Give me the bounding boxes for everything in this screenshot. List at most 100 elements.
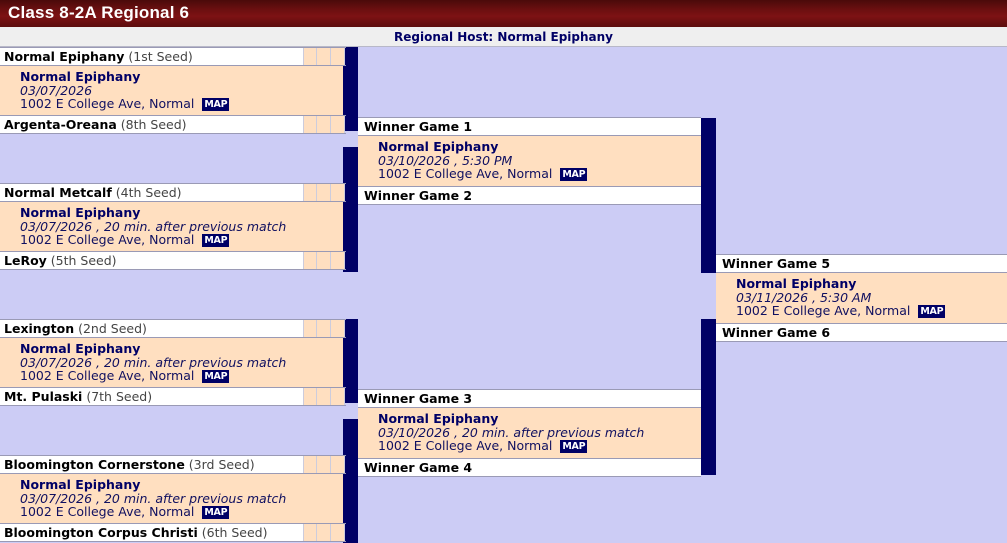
score-cells[interactable] <box>303 183 346 202</box>
game-datetime: 03/07/2026 , 20 min. after previous matc… <box>20 490 287 506</box>
winner-slot[interactable]: Winner Game 2 <box>358 186 701 205</box>
game-site: Normal Epiphany <box>736 276 857 291</box>
score-cell[interactable] <box>303 388 317 405</box>
score-cell[interactable] <box>317 184 331 201</box>
regional-host-label: Regional Host: Normal Epiphany <box>394 30 613 44</box>
game-address: 1002 E College Ave, Normal MAP <box>20 505 343 519</box>
winner-slot-label: Winner Game 3 <box>364 391 473 406</box>
game-address: 1002 E College Ave, Normal MAP <box>20 97 343 111</box>
connector-game6 <box>701 319 716 475</box>
game-datetime: 03/10/2026 , 20 min. after previous matc… <box>378 424 645 440</box>
team-seed: (1st Seed) <box>128 49 193 64</box>
winner-slot-label: Winner Game 2 <box>364 188 473 203</box>
map-icon[interactable]: MAP <box>918 305 946 318</box>
game-datetime: 03/07/2026 , 20 min. after previous matc… <box>20 354 287 370</box>
title-bar: Class 8-2A Regional 6 <box>0 0 1007 27</box>
map-icon[interactable]: MAP <box>202 98 230 111</box>
game-site: Normal Epiphany <box>20 477 141 492</box>
game-address-text: 1002 E College Ave, Normal <box>378 166 553 181</box>
team-row[interactable]: Normal Epiphany (1st Seed) <box>0 47 303 66</box>
team-row[interactable]: Bloomington Cornerstone (3rd Seed) <box>0 455 303 474</box>
game-datetime: 03/07/2026 , 20 min. after previous matc… <box>20 218 287 234</box>
team-name: LeRoy <box>4 253 47 268</box>
score-cell[interactable] <box>303 116 317 133</box>
winner-slot[interactable]: Winner Game 1 <box>358 117 701 136</box>
score-cell[interactable] <box>331 184 345 201</box>
team-name: Mt. Pulaski <box>4 389 83 404</box>
score-cell[interactable] <box>303 456 317 473</box>
score-cell[interactable] <box>317 48 331 65</box>
game-address: 1002 E College Ave, Normal MAP <box>378 167 701 181</box>
score-cell[interactable] <box>317 320 331 337</box>
score-cell[interactable] <box>303 184 317 201</box>
regional-host-bar: Regional Host: Normal Epiphany <box>0 27 1007 47</box>
score-cell[interactable] <box>303 320 317 337</box>
team-row[interactable]: Lexington (2nd Seed) <box>0 319 303 338</box>
team-name: Normal Metcalf <box>4 185 112 200</box>
bracket-canvas: Normal Epiphany (1st Seed) Normal Epipha… <box>0 47 1007 543</box>
score-cell[interactable] <box>303 252 317 269</box>
team-row[interactable]: Mt. Pulaski (7th Seed) <box>0 387 303 406</box>
game-datetime: 03/11/2026 , 5:30 AM <box>736 289 872 305</box>
winner-slot[interactable]: Winner Game 4 <box>358 458 701 477</box>
score-cell[interactable] <box>317 524 331 541</box>
game-address: 1002 E College Ave, Normal MAP <box>378 439 701 453</box>
game-address: 1002 E College Ave, Normal MAP <box>20 233 343 247</box>
game-address-text: 1002 E College Ave, Normal <box>20 368 195 383</box>
score-cell[interactable] <box>331 48 345 65</box>
score-cells[interactable] <box>303 319 346 338</box>
score-cell[interactable] <box>317 252 331 269</box>
team-seed: (7th Seed) <box>86 389 153 404</box>
game-detail-box[interactable]: Normal Epiphany 03/11/2026 , 5:30 AM 100… <box>716 273 1007 332</box>
map-icon[interactable]: MAP <box>560 168 588 181</box>
score-cell[interactable] <box>331 524 345 541</box>
map-icon[interactable]: MAP <box>202 370 230 383</box>
score-cells[interactable] <box>303 455 346 474</box>
game-site: Normal Epiphany <box>378 139 499 154</box>
score-cells[interactable] <box>303 47 346 66</box>
team-seed: (3rd Seed) <box>188 457 255 472</box>
team-name: Argenta-Oreana <box>4 117 117 132</box>
map-icon[interactable]: MAP <box>202 506 230 519</box>
team-seed: (4th Seed) <box>115 185 182 200</box>
map-icon[interactable]: MAP <box>202 234 230 247</box>
score-cells[interactable] <box>303 387 346 406</box>
score-cell[interactable] <box>331 116 345 133</box>
team-name: Bloomington Cornerstone <box>4 457 185 472</box>
team-row[interactable]: Bloomington Corpus Christi (6th Seed) <box>0 523 303 542</box>
score-cells[interactable] <box>303 251 346 270</box>
score-cell[interactable] <box>317 116 331 133</box>
game-detail-box[interactable]: Normal Epiphany 03/10/2026 , 20 min. aft… <box>358 408 701 467</box>
score-cell[interactable] <box>331 320 345 337</box>
winner-slot[interactable]: Winner Game 6 <box>716 323 1007 342</box>
team-name: Normal Epiphany <box>4 49 125 64</box>
team-seed: (5th Seed) <box>50 253 117 268</box>
team-seed: (6th Seed) <box>201 525 268 540</box>
game-address-text: 1002 E College Ave, Normal <box>20 96 195 111</box>
winner-slot[interactable]: Winner Game 3 <box>358 389 701 408</box>
game-detail-box[interactable]: Normal Epiphany 03/10/2026 , 5:30 PM 100… <box>358 136 701 195</box>
score-cell[interactable] <box>303 524 317 541</box>
score-cell[interactable] <box>317 456 331 473</box>
team-row[interactable]: LeRoy (5th Seed) <box>0 251 303 270</box>
team-row[interactable]: Normal Metcalf (4th Seed) <box>0 183 303 202</box>
game-site: Normal Epiphany <box>20 341 141 356</box>
score-cells[interactable] <box>303 523 346 542</box>
score-cell[interactable] <box>303 48 317 65</box>
team-name: Lexington <box>4 321 75 336</box>
team-row[interactable]: Argenta-Oreana (8th Seed) <box>0 115 303 134</box>
score-cells[interactable] <box>303 115 346 134</box>
score-cell[interactable] <box>317 388 331 405</box>
score-cell[interactable] <box>331 456 345 473</box>
score-cell[interactable] <box>331 252 345 269</box>
winner-slot[interactable]: Winner Game 5 <box>716 254 1007 273</box>
map-icon[interactable]: MAP <box>560 440 588 453</box>
game-address-text: 1002 E College Ave, Normal <box>378 438 553 453</box>
team-seed: (8th Seed) <box>120 117 187 132</box>
connector-game4 <box>343 419 358 543</box>
game-address-text: 1002 E College Ave, Normal <box>20 232 195 247</box>
score-cell[interactable] <box>331 388 345 405</box>
game-address-text: 1002 E College Ave, Normal <box>20 504 195 519</box>
winner-slot-label: Winner Game 4 <box>364 460 473 475</box>
